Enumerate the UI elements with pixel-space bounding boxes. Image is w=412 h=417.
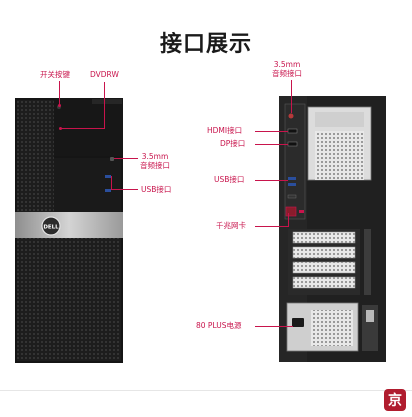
front-mesh-top (17, 100, 54, 212)
store-logo-icon: 京 (384, 389, 406, 411)
leader-dvd-dot (59, 127, 62, 130)
leader-lan (255, 226, 288, 227)
rear-slot-2 (292, 246, 356, 259)
leader-dp (255, 144, 288, 145)
leader-power (59, 81, 60, 105)
label-front-usb: USB接口 (141, 185, 172, 194)
leader-power-dot (58, 104, 61, 107)
leader-dvd-h (60, 128, 105, 129)
leader-lan-v (288, 213, 289, 227)
leader-psu (255, 326, 293, 327)
page-title: 接口展示 (159, 32, 252, 57)
leader-front-audio (114, 158, 138, 159)
leader-dvd (104, 82, 105, 128)
leader-rear-audio (291, 80, 292, 113)
label-rear-audio: 3.5mm 音频接口 (272, 60, 302, 78)
front-usb-port-2 (105, 189, 111, 192)
label-front-audio: 3.5mm 音频接口 (140, 152, 170, 170)
label-rear-audio-line1: 3.5mm (273, 60, 301, 69)
label-rear-audio-line2: 音频接口 (272, 69, 302, 78)
label-lan: 千兆网卡 (216, 221, 246, 230)
rear-io-shield (284, 103, 306, 220)
front-audio-jack (110, 157, 114, 161)
rear-usb-port-1 (288, 177, 296, 180)
rear-slot-1 (292, 231, 356, 244)
front-mesh-bottom (17, 238, 121, 361)
bottom-divider (0, 390, 412, 391)
rear-lan-port (285, 206, 297, 217)
label-psu: 80 PLUS电源 (196, 321, 242, 330)
rear-usb-port-2 (288, 183, 296, 186)
front-drive-bay (54, 98, 123, 156)
label-power-button: 开关按键 (40, 70, 70, 79)
label-dp: DP接口 (220, 139, 246, 148)
leader-front-usb (111, 189, 138, 190)
label-front-audio-line2: 音频接口 (140, 161, 170, 170)
rear-slot-3 (292, 261, 356, 274)
svg-text:DELL: DELL (43, 225, 59, 231)
front-silver-band (15, 212, 123, 238)
label-dvd: DVDRW (90, 70, 119, 79)
leader-front-usb-v (111, 176, 112, 190)
label-front-audio-line1: 3.5mm (141, 152, 169, 161)
label-hdmi: HDMI接口 (207, 126, 243, 135)
rear-slot-4 (292, 276, 356, 289)
leader-hdmi (255, 131, 288, 132)
rear-dp-port (287, 141, 298, 147)
rear-audio-jack (288, 113, 294, 119)
front-usb-port-1 (105, 175, 111, 178)
psu-power-socket (292, 318, 304, 327)
label-rear-usb: USB接口 (214, 175, 245, 184)
dell-logo (41, 216, 61, 236)
leader-rear-usb (255, 180, 288, 181)
rear-hdmi-port (287, 128, 298, 134)
